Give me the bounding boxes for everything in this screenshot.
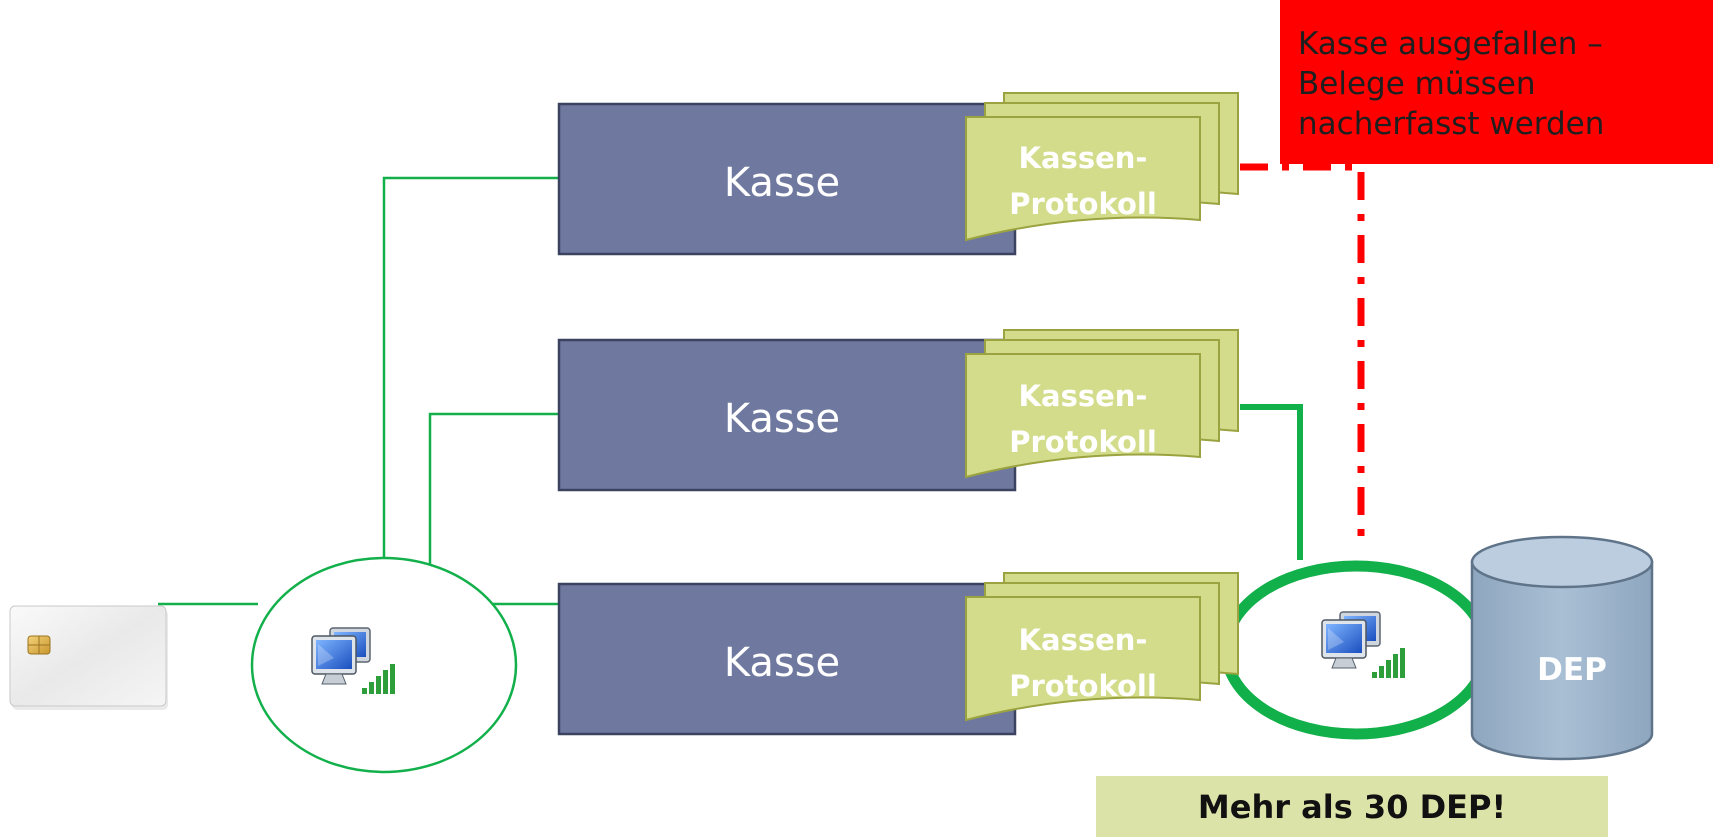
protokoll-label-line1: Kassen- <box>1019 379 1148 413</box>
protokoll-label-line2: Protokoll <box>1009 187 1157 221</box>
dep-label: DEP <box>1537 652 1607 688</box>
dep-count-note: Mehr als 30 DEP! <box>1096 776 1608 837</box>
hub-to-kasse1-line <box>382 176 558 598</box>
protokoll-label-line2: Protokoll <box>1009 669 1157 703</box>
dep-count-text: Mehr als 30 DEP! <box>1197 787 1507 826</box>
protokoll-label-line1: Kassen- <box>1019 141 1148 175</box>
kassen-protokoll-2: Kassen- Protokoll <box>965 329 1239 479</box>
kasse-label: Kasse <box>724 640 840 686</box>
kasse-label: Kasse <box>724 396 840 442</box>
kasse-2: Kasse <box>557 338 1017 492</box>
smartcard <box>9 605 168 710</box>
protokoll-label-line1: Kassen- <box>1019 623 1148 657</box>
local-network-hub <box>250 556 518 774</box>
failure-note-line: nacherfasst werden <box>1298 106 1605 142</box>
dep-network-hub <box>1220 560 1492 740</box>
kasse-label: Kasse <box>724 160 840 206</box>
failure-note-line: Belege müssen <box>1298 66 1536 102</box>
failure-note: Kasse ausgefallen – Belege müssen nacher… <box>1280 0 1713 164</box>
smartcard-chip-icon <box>27 635 51 655</box>
kassen-protokoll-1: Kassen- Protokoll <box>965 92 1239 242</box>
kasse-3: Kasse <box>557 582 1017 736</box>
dep-database: DEP <box>1470 535 1654 761</box>
failure-note-line: Kasse ausgefallen – <box>1298 26 1603 62</box>
protokoll2-to-depnet-line <box>1240 404 1303 560</box>
protokoll-label-line2: Protokoll <box>1009 425 1157 459</box>
kassen-protokoll-3: Kassen- Protokoll <box>965 572 1239 722</box>
hub-to-kasse2-line <box>428 412 558 604</box>
kasse-1: Kasse <box>557 102 1017 256</box>
